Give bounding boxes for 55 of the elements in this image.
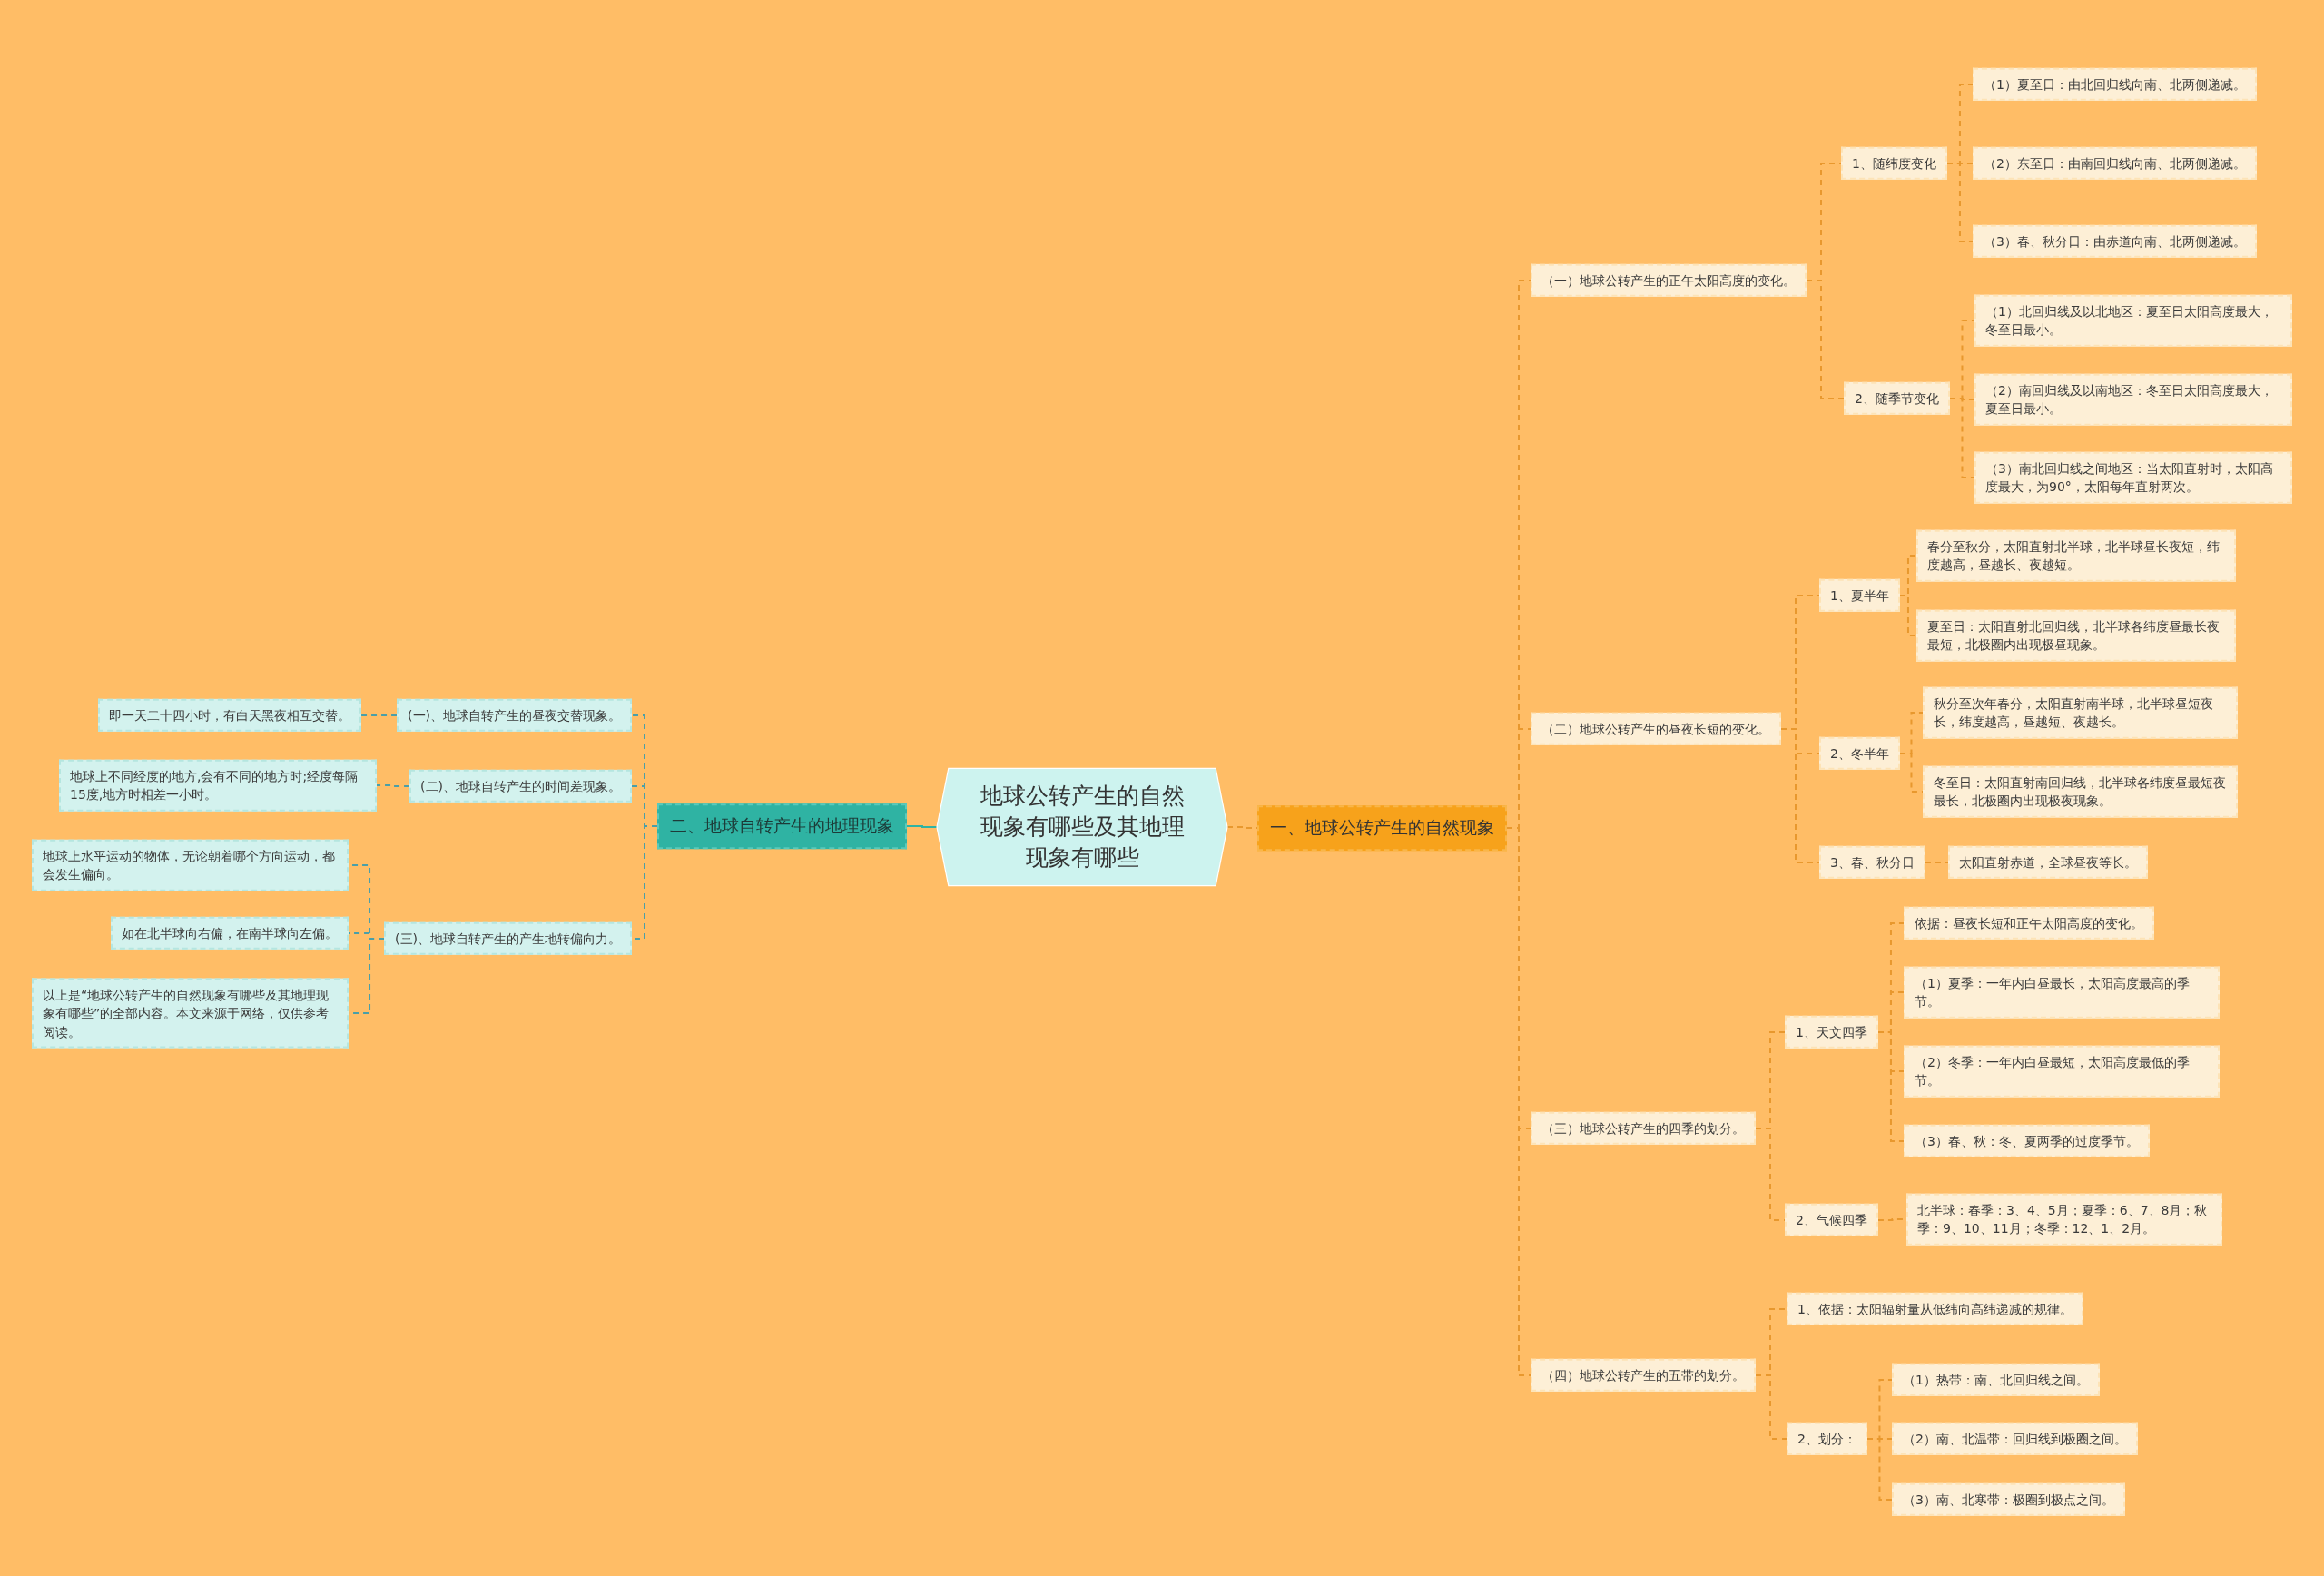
branch-topic: 二、地球自转产生的地理现象	[657, 803, 907, 849]
subtopic-box: 北半球：春季：3、4、5月；夏季：6、7、8月；秋季：9、10、11月；冬季：12、1、2月。	[1906, 1193, 2222, 1246]
subtopic-box: （3）春、秋分日：由赤道向南、北两侧递减。	[1973, 224, 2257, 259]
subtopic-box: 夏至日：太阳直射北回归线，北半球各纬度昼最长夜最短，北极圈内出现极昼现象。	[1916, 609, 2236, 662]
subtopic-box: 冬至日：太阳直射南回归线，北半球各纬度昼最短夜最长，北极圈内出现极夜现象。	[1923, 765, 2238, 818]
subtopic-box: （3）南北回归线之间地区：当太阳直射时，太阳高度最大，为90°，太阳每年直射两次。	[1974, 451, 2292, 504]
connector-line	[1924, 862, 1949, 863]
subtopic-box: 2、气候四季	[1785, 1203, 1878, 1237]
subtopic-box: （二）地球公转产生的昼夜长短的变化。	[1531, 712, 1781, 746]
subtopic-box: （1）夏至日：由北回归线向南、北两侧递减。	[1973, 67, 2257, 102]
subtopic-box: 2、随季节变化	[1844, 381, 1950, 416]
subtopic-box: （1）夏季：一年内白昼最长，太阳高度最高的季节。	[1904, 966, 2220, 1019]
subtopic-box: （1）热带：南、北回归线之间。	[1892, 1363, 2100, 1397]
subtopic-box: 如在北半球向右偏，在南半球向左偏。	[111, 916, 349, 951]
subtopic-box: (一)、地球自转产生的昼夜交替现象。	[397, 698, 632, 733]
subtopic-box: 太阳直射赤道，全球昼夜等长。	[1948, 845, 2148, 880]
subtopic-box: 地球上水平运动的物体，无论朝着哪个方向运动，都会发生偏向。	[32, 839, 349, 891]
subtopic-box: 依据：昼夜长短和正午太阳高度的变化。	[1904, 906, 2154, 941]
subtopic-box: 1、依据：太阳辐射量从低纬向高纬递减的规律。	[1787, 1292, 2083, 1326]
subtopic-box: 1、夏半年	[1819, 578, 1900, 613]
subtopic-box: 地球上不同经度的地方,会有不同的地方时;经度每隔15度,地方时相差一小时。	[59, 759, 377, 812]
subtopic-box: （2）南、北温带：回归线到极圈之间。	[1892, 1422, 2138, 1456]
connector-line	[1866, 1438, 1893, 1501]
subtopic-box: (二)、地球自转产生的时间差现象。	[409, 769, 632, 803]
subtopic-box: （2）冬季：一年内白昼最短，太阳高度最低的季节。	[1904, 1045, 2220, 1098]
subtopic-box: 3、春、秋分日	[1819, 845, 1925, 880]
subtopic-box: 以上是“地球公转产生的自然现象有哪些及其地理现象有哪些”的全部内容。本文来源于网络，仅供参考阅读。	[32, 978, 349, 1049]
connector-line	[1898, 595, 1917, 636]
subtopic-box: 1、天文四季	[1785, 1015, 1878, 1049]
subtopic-box: （2）东至日：由南回归线向南、北两侧递减。	[1973, 146, 2257, 181]
central-topic: 地球公转产生的自然现象有哪些及其地理现象有哪些	[937, 768, 1227, 886]
subtopic-box: （四）地球公转产生的五带的划分。	[1531, 1358, 1756, 1393]
connector-line	[906, 825, 938, 828]
subtopic-box: （3）春、秋：冬、夏两季的过度季节。	[1904, 1124, 2150, 1158]
subtopic-box: (三)、地球自转产生的产生地转偏向力。	[384, 921, 632, 956]
subtopic-box: 即一天二十四小时，有白天黑夜相互交替。	[98, 698, 361, 733]
subtopic-box: 春分至秋分，太阳直射北半球，北半球昼长夜短，纬度越高，昼越长、夜越短。	[1916, 529, 2236, 582]
connector-line	[1755, 1374, 1787, 1440]
connector-line	[1948, 398, 1975, 478]
subtopic-box: （1）北回归线及以北地区：夏至日太阳高度最大，冬至日最小。	[1974, 294, 2292, 347]
connector-line	[1945, 163, 1974, 242]
connector-line	[360, 714, 399, 716]
subtopic-box: 2、冬半年	[1819, 736, 1900, 771]
subtopic-box: （三）地球公转产生的四季的划分。	[1531, 1111, 1756, 1146]
subtopic-box: 1、随纬度变化	[1841, 146, 1947, 181]
subtopic-box: 2、划分：	[1787, 1422, 1867, 1456]
connector-line	[1780, 728, 1820, 863]
connector-line	[376, 784, 411, 787]
connector-line	[1876, 1031, 1905, 1142]
subtopic-box: （2）南回归线及以南地区：冬至日太阳高度最大，夏至日最小。	[1974, 373, 2292, 426]
subtopic-box: （一）地球公转产生的正午太阳高度的变化。	[1531, 263, 1807, 298]
branch-topic: 一、地球公转产生的自然现象	[1257, 805, 1507, 851]
subtopic-box: （3）南、北寒带：极圈到极点之间。	[1892, 1482, 2125, 1517]
connector-line	[1806, 280, 1845, 399]
subtopic-box: 秋分至次年春分，太阳直射南半球，北半球昼短夜长，纬度越高，昼越短、夜越长。	[1923, 686, 2238, 739]
